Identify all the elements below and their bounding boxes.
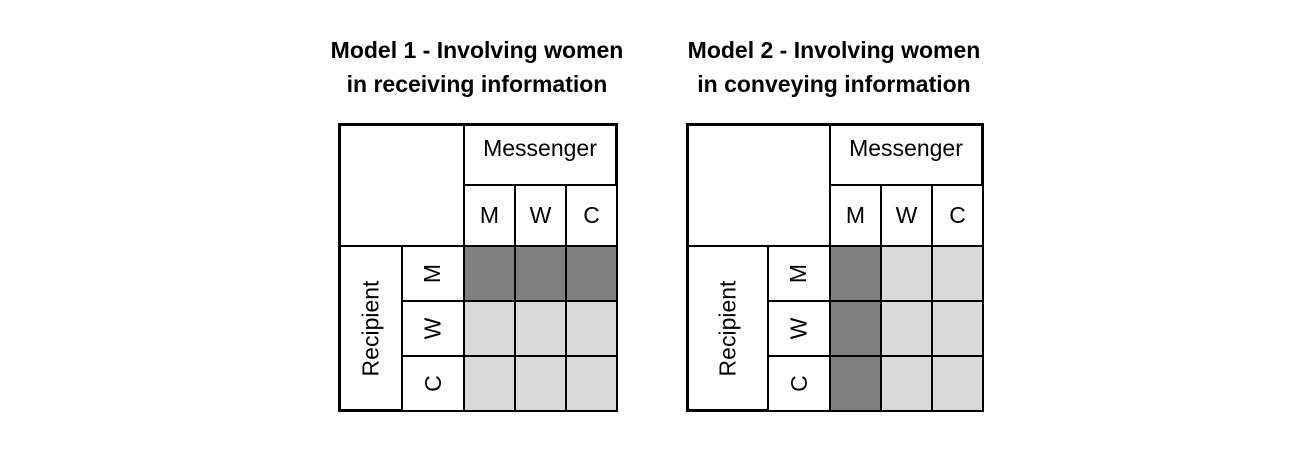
row-label-text: M <box>419 263 446 284</box>
recipient-header-cell <box>340 246 402 410</box>
column-label-c: C <box>583 202 600 228</box>
recipient-label-text: Recipient <box>357 280 384 376</box>
column-header-c <box>566 185 617 246</box>
recipient-label: Recipient <box>340 246 402 410</box>
matrix-cell-m-w <box>881 246 932 301</box>
matrix-cell-m-c <box>566 246 617 301</box>
model-2-title-line-1: Model 2 - Involving women <box>687 37 981 63</box>
matrix-cell-m-m <box>830 246 881 301</box>
matrix-cell-w-w <box>515 301 566 356</box>
row-header-w <box>768 301 830 356</box>
column-header-m <box>830 185 881 246</box>
row-header-w <box>402 301 464 356</box>
matrix-cell-w-c <box>932 301 983 356</box>
row-label-text: W <box>785 317 812 340</box>
column-label-c: C <box>949 202 966 228</box>
corner-cell <box>688 125 830 246</box>
row-label-text: C <box>419 375 446 392</box>
matrix-cell-m-c <box>932 246 983 301</box>
column-label-w: W <box>895 202 918 228</box>
matrix-cell-c-w <box>881 356 932 411</box>
messenger-label: Messenger <box>849 134 963 161</box>
matrix-cell-w-w <box>881 301 932 356</box>
row-label-text: W <box>419 317 446 340</box>
model-1-title-line-1: Model 1 - Involving women <box>330 37 624 63</box>
matrix-cell-c-w <box>515 356 566 411</box>
recipient-label-text: Recipient <box>714 280 741 376</box>
matrix-cell-w-c <box>566 301 617 356</box>
row-header-c <box>402 356 464 411</box>
recipient-label: Recipient <box>688 246 768 410</box>
row-header-m <box>402 246 464 301</box>
matrix-cell-c-c <box>566 356 617 411</box>
row-label-w: W <box>768 301 830 356</box>
model-2-title: Model 2 - Involving women in conveying i… <box>654 33 1014 101</box>
model-2-grid: Messenger Recipient M W C M W C <box>686 123 984 412</box>
column-header-w <box>515 185 566 246</box>
column-label-m: M <box>479 202 500 228</box>
model-1-title-line-2: in receiving information <box>346 71 608 97</box>
messenger-label: Messenger <box>483 134 597 161</box>
messenger-header-cell <box>464 125 616 185</box>
column-header-w <box>881 185 932 246</box>
model-2-title-line-2: in conveying information <box>697 71 971 97</box>
messenger-header-cell <box>830 125 982 185</box>
row-label-m: M <box>402 246 464 301</box>
model-1-title: Model 1 - Involving women in receiving i… <box>297 33 657 101</box>
column-label-w: W <box>529 202 552 228</box>
matrix-cell-w-m <box>464 301 515 356</box>
model-1-grid: Messenger Recipient M W C M W C <box>338 123 618 412</box>
recipient-header-cell <box>688 246 768 410</box>
row-label-c: C <box>768 356 830 411</box>
matrix-cell-m-m <box>464 246 515 301</box>
row-header-c <box>768 356 830 411</box>
row-label-text: M <box>785 263 812 284</box>
row-label-w: W <box>402 301 464 356</box>
column-header-m <box>464 185 515 246</box>
matrix-cell-w-m <box>830 301 881 356</box>
matrix-cell-m-w <box>515 246 566 301</box>
row-header-m <box>768 246 830 301</box>
matrix-cell-c-c <box>932 356 983 411</box>
column-label-m: M <box>845 202 866 228</box>
column-header-c <box>932 185 983 246</box>
matrix-cell-c-m <box>830 356 881 411</box>
corner-cell <box>340 125 464 246</box>
row-label-m: M <box>768 246 830 301</box>
row-label-c: C <box>402 356 464 411</box>
row-label-text: C <box>785 375 812 392</box>
matrix-cell-c-m <box>464 356 515 411</box>
